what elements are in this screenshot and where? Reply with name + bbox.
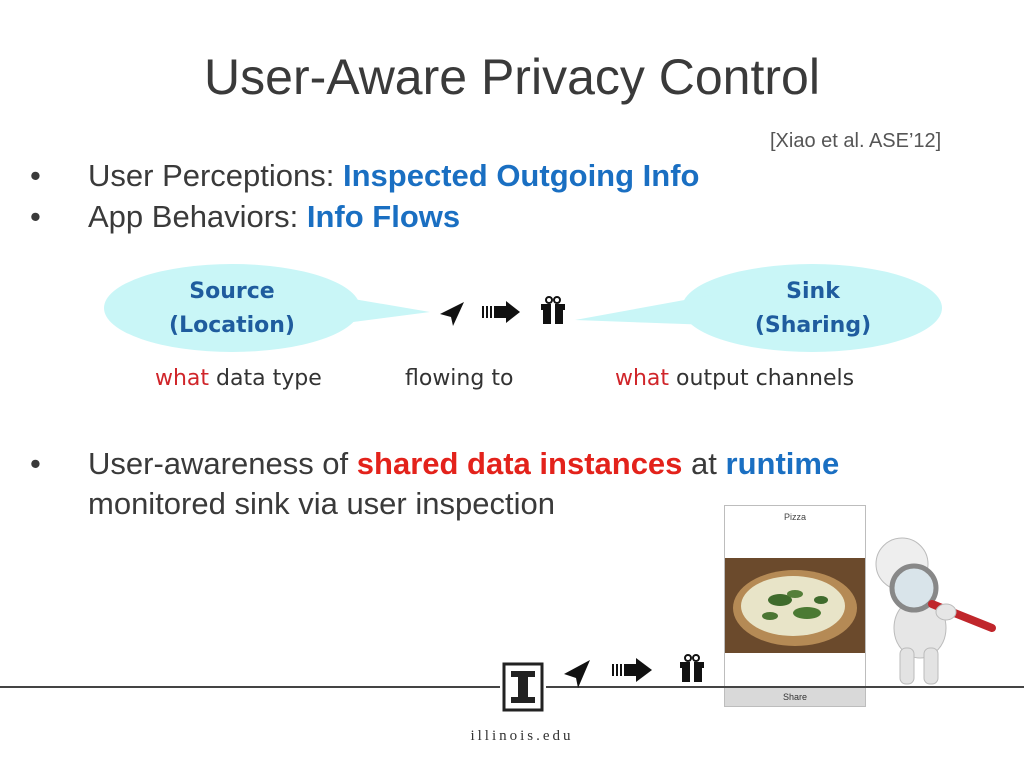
phone-screenshot: Pizza Share	[724, 505, 866, 707]
sink-title: Sink	[786, 279, 840, 304]
bullet3-text2: at	[682, 446, 726, 481]
caption-flowing-to: flowing to	[405, 366, 514, 391]
sink-subtitle: (Sharing)	[754, 313, 872, 338]
bullet3-line2: monitored sink via user inspection	[88, 486, 555, 521]
gift-icon	[541, 296, 565, 324]
right-arrow-icon	[612, 658, 652, 682]
bullet-marker: •	[30, 446, 41, 481]
caption-output-channels: what output channels	[615, 366, 854, 391]
source-bubble	[104, 264, 430, 352]
flow-diagram	[104, 264, 942, 352]
bullet3-red: shared data instances	[356, 446, 683, 481]
source-subtitle: (Location)	[169, 313, 295, 338]
phone-title: Pizza	[783, 512, 806, 522]
footer-flow-icons	[564, 654, 704, 688]
illinois-logo	[500, 660, 546, 714]
caption-data-type: what data type	[155, 366, 322, 391]
bullet-marker: •	[30, 199, 41, 234]
footer-domain[interactable]: illinois.edu	[470, 728, 574, 744]
sink-label: Sink (Sharing)	[733, 275, 893, 343]
caption-what: what	[615, 366, 670, 391]
bullet-prefix: User Perceptions:	[88, 158, 343, 193]
sink-bubble	[575, 264, 942, 352]
right-arrow-icon	[482, 301, 520, 323]
caption-what: what	[155, 366, 210, 391]
bullet3-text1: User-awareness of	[88, 446, 357, 481]
source-label: Source (Location)	[152, 275, 312, 343]
slide-title: User-Aware Privacy Control	[204, 49, 820, 105]
share-button[interactable]: Share	[725, 687, 865, 706]
citation: [Xiao et al. ASE’12]	[770, 130, 942, 152]
gift-icon	[680, 654, 704, 682]
caption-rest: output channels	[669, 366, 855, 391]
bullet-highlight: Info Flows	[306, 199, 461, 234]
bullet-marker: •	[30, 158, 41, 193]
bullet-prefix: App Behaviors:	[88, 199, 307, 234]
pizza-image	[725, 558, 865, 653]
caption-rest: data type	[209, 366, 322, 391]
location-arrow-icon	[564, 660, 590, 688]
location-arrow-icon	[440, 302, 464, 326]
bullet-highlight: Inspected Outgoing Info	[343, 158, 700, 193]
bullet3-blue: runtime	[725, 446, 840, 481]
source-title: Source	[189, 279, 275, 304]
magnifier-person-icon	[875, 537, 996, 685]
